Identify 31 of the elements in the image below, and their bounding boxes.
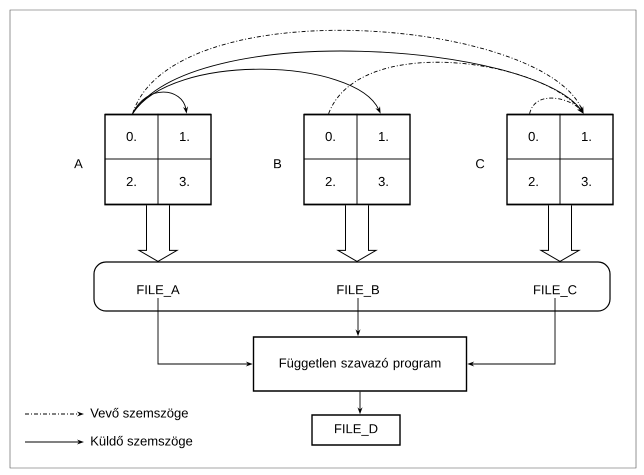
grid-cell: 1. xyxy=(158,114,212,160)
grid-cell: 2. xyxy=(104,158,158,204)
grid-cell: 2. xyxy=(304,158,358,204)
grid-cell: 2. xyxy=(506,158,560,204)
file-label: FILE_A xyxy=(137,285,180,297)
grid-label: B xyxy=(274,159,282,168)
grid-cell: 3. xyxy=(356,158,410,204)
process-box: Független szavazó program xyxy=(252,336,468,392)
output-box: FILE_D xyxy=(311,414,401,446)
grid-cell: 1. xyxy=(356,114,410,160)
file-band xyxy=(93,261,611,312)
grid-cell: 0. xyxy=(304,114,358,160)
legend-text: Vevő szemszöge xyxy=(90,408,188,420)
arc-arrow xyxy=(132,92,188,114)
grid-box xyxy=(303,114,411,206)
grid-cell: 0. xyxy=(506,114,560,160)
file-label: FILE_B xyxy=(337,285,379,297)
grid-box xyxy=(104,114,212,206)
grid-box xyxy=(506,114,614,206)
file-label: FILE_C xyxy=(534,285,577,297)
grid-cell: 0. xyxy=(104,114,158,160)
grid-cell: 3. xyxy=(158,158,212,204)
arc-arrow xyxy=(132,30,584,114)
hollow-arrow xyxy=(137,204,179,262)
grid-cell: 3. xyxy=(560,158,614,204)
hollow-arrow xyxy=(336,204,378,262)
legend-text: Küldő szemszöge xyxy=(91,436,192,448)
grid-cell: 1. xyxy=(560,114,614,160)
hollow-arrow xyxy=(539,204,581,262)
grid-label: A xyxy=(74,159,83,168)
grid-label: C xyxy=(476,159,484,168)
